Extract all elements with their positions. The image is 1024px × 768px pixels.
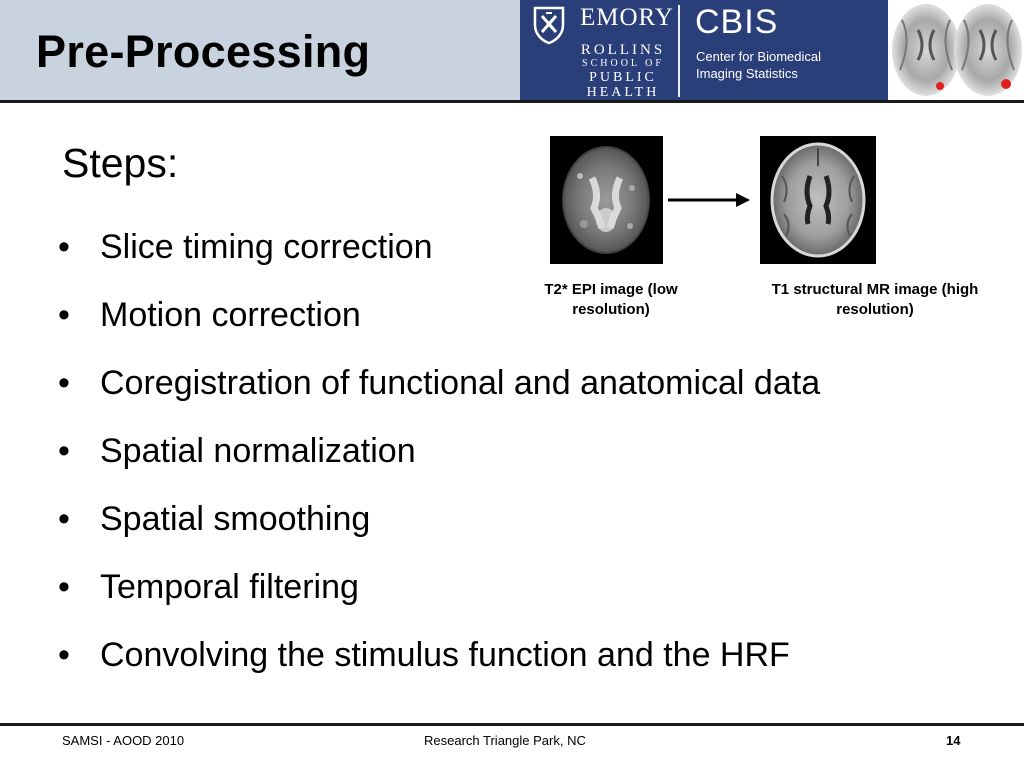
step-text: Spatial normalization: [100, 432, 416, 470]
slide-title: Pre-Processing: [36, 26, 371, 77]
step-text: Temporal filtering: [100, 568, 359, 606]
rollins-line-3: PUBLIC: [589, 70, 657, 85]
rollins-line-1: ROLLINS: [580, 42, 666, 58]
right-arrow-icon: [668, 193, 750, 207]
header-divider: [0, 100, 1024, 103]
rollins-line-2: SCHOOL OF: [582, 58, 664, 69]
step-text: Motion correction: [100, 296, 361, 334]
brain-scan-thumbnails: [888, 0, 1024, 101]
epi-caption: T2* EPI image (low resolution): [520, 280, 702, 320]
bullet-icon: •: [58, 228, 70, 266]
slide-header: Pre-Processing EMORY ROLLINS SCHOOL OF P…: [0, 0, 1024, 103]
bullet-icon: •: [58, 364, 70, 402]
title-panel: Pre-Processing: [0, 0, 520, 101]
bullet-icon: •: [58, 568, 70, 606]
cbis-subtitle: Center for Biomedical Imaging Statistics: [696, 48, 821, 82]
bullet-icon: •: [58, 636, 70, 674]
t1-caption: T1 structural MR image (high resolution): [744, 280, 1006, 320]
epi-caption-line-2: resolution): [572, 301, 650, 318]
cbis-wordmark: CBIS: [695, 3, 779, 41]
institution-banner: EMORY ROLLINS SCHOOL OF PUBLIC HEALTH CB…: [520, 0, 1024, 101]
emory-wordmark: EMORY: [580, 4, 674, 31]
cbis-subtitle-line-2: Imaging Statistics: [696, 66, 798, 81]
step-text: Coregistration of functional and anatomi…: [100, 364, 821, 402]
bullet-icon: •: [58, 296, 70, 334]
epi-caption-line-1: T2* EPI image (low: [544, 281, 678, 298]
step-text: Convolving the stimulus function and the…: [100, 636, 790, 674]
bullet-icon: •: [58, 432, 70, 470]
cbis-subtitle-line-1: Center for Biomedical: [696, 49, 821, 64]
step-text: Spatial smoothing: [100, 500, 371, 538]
epi-brain-image: [550, 136, 663, 264]
footer-location: Research Triangle Park, NC: [424, 733, 586, 748]
step-text: Slice timing correction: [100, 228, 433, 266]
page-number: 14: [946, 733, 961, 748]
t1-brain-image: [760, 136, 876, 264]
emory-shield-icon: [533, 6, 565, 45]
t1-caption-line-1: T1 structural MR image (high: [771, 281, 979, 298]
t1-caption-line-2: resolution): [836, 301, 914, 318]
rollins-line-4: HEALTH: [586, 85, 660, 100]
banner-divider: [678, 5, 680, 97]
footer-event: SAMSI - AOOD 2010: [62, 733, 185, 748]
rollins-wordmark: ROLLINS SCHOOL OF PUBLIC HEALTH: [578, 42, 668, 100]
steps-heading: Steps:: [62, 140, 179, 186]
footer-divider: [0, 723, 1024, 726]
bullet-icon: •: [58, 500, 70, 538]
